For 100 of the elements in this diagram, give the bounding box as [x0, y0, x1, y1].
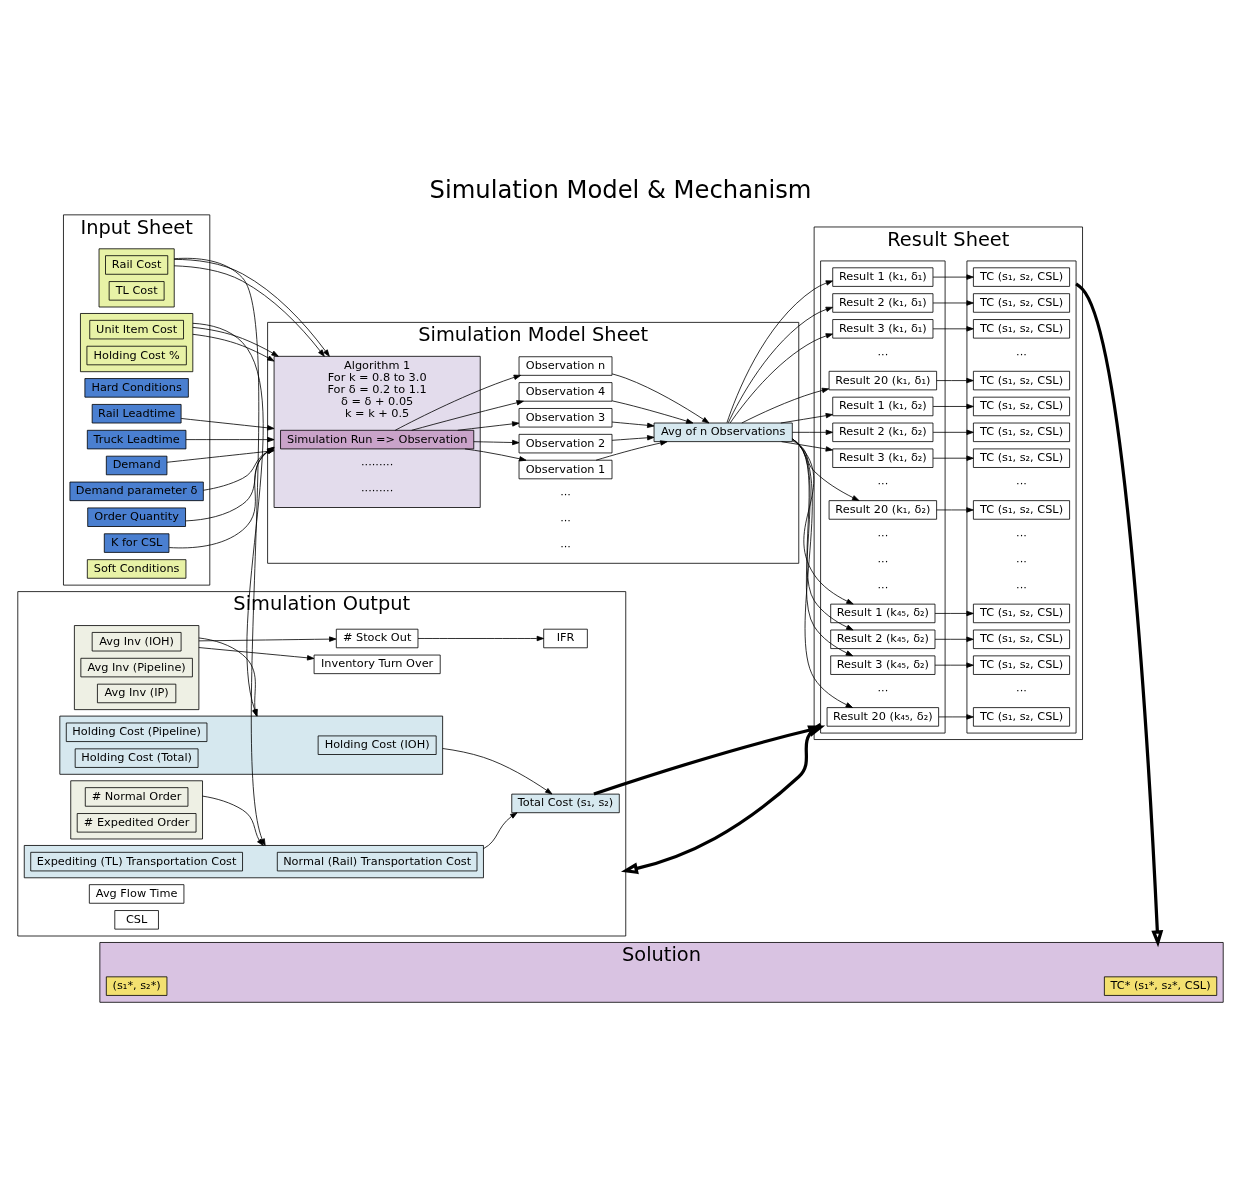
node-box: Soft Conditions: [86, 559, 187, 579]
label: ···: [877, 528, 889, 542]
node-box: (s₁*, s₂*): [105, 976, 168, 996]
arrow: [595, 440, 668, 461]
node-box: K for CSL: [103, 533, 170, 553]
label: ···: [560, 514, 571, 528]
node-box: TC (s₁, s₂, CSL): [973, 396, 1070, 417]
node-box: Holding Cost (Total): [74, 748, 199, 768]
arrow: [1075, 282, 1164, 948]
node-box: Result 3 (k₄₅, δ₂): [830, 655, 936, 675]
node-box: Observation 1: [518, 459, 613, 480]
arrow: [791, 440, 860, 501]
node-box: Result 2 (k₁, δ₂): [832, 422, 934, 443]
arrow: [198, 647, 315, 661]
arrow: [192, 333, 275, 362]
node-box: Observation 4: [518, 382, 613, 402]
node-box: Result 3 (k₁, δ₁): [832, 319, 934, 339]
node-box: Avg Inv (IOH): [91, 632, 182, 652]
node-box: Total Cost (s₁, s₂): [511, 793, 620, 814]
label: ·········: [360, 484, 394, 498]
node-box: Holding Cost %: [86, 345, 187, 366]
node-box: CSL: [114, 910, 159, 930]
cluster: [73, 625, 200, 711]
node-box: Observation 2: [518, 433, 613, 454]
node-box: Truck Leadtime: [86, 429, 187, 450]
node-box: Result 1 (k₄₅, δ₂): [830, 603, 936, 624]
arrow: [936, 507, 974, 513]
arrow: [741, 387, 830, 424]
label: ···: [877, 347, 889, 361]
node-box: Unit Item Cost: [89, 319, 184, 340]
node-box: # Stock Out: [335, 628, 419, 649]
cluster: [59, 715, 444, 775]
arrow: [791, 438, 853, 708]
arrow: [417, 635, 544, 642]
node-box: Holding Cost (IOH): [317, 735, 437, 755]
arrow: [198, 636, 337, 642]
cluster: [70, 780, 203, 840]
arrow: [729, 333, 833, 424]
cluster: [98, 248, 175, 308]
arrow: [611, 435, 655, 441]
node-box: Demand parameter δ: [69, 481, 204, 502]
node-box: TC* (s₁*, s₂*, CSL): [1103, 976, 1218, 996]
node-box: TL Cost: [108, 281, 165, 301]
arrow: [934, 636, 974, 642]
node-box: TC (s₁, s₂, CSL): [973, 293, 1070, 313]
arrow: [464, 448, 527, 462]
arrow: [198, 637, 258, 717]
node-box: TC (s₁, s₂, CSL): [973, 267, 1070, 287]
label: ···: [1016, 477, 1027, 491]
arrow: [932, 274, 974, 280]
label: ·········: [360, 458, 394, 472]
label: ···: [1016, 347, 1027, 361]
node-box: Avg Inv (IP): [97, 683, 177, 704]
arrow: [202, 795, 264, 846]
node-box: Avg Flow Time: [88, 884, 185, 904]
label: ···: [1016, 554, 1027, 568]
arrow: [483, 812, 518, 850]
node-box: Avg of n Observations: [653, 422, 793, 443]
node-box: TC (s₁, s₂, CSL): [973, 448, 1070, 468]
label: ···: [877, 580, 889, 594]
node-box: TC (s₁, s₂, CSL): [973, 319, 1070, 339]
node-box: Observation 3: [518, 408, 613, 428]
arrow: [932, 455, 974, 461]
node-box: TC (s₁, s₂, CSL): [973, 629, 1070, 649]
arrow: [473, 439, 520, 446]
diagram-title: Simulation Model & Mechanism: [429, 174, 812, 204]
arrow: [934, 662, 974, 668]
arrow: [936, 377, 974, 384]
node-box: Observation n: [518, 356, 613, 376]
label: ···: [560, 540, 571, 554]
arrow: [621, 723, 822, 875]
label: ···: [877, 554, 889, 568]
arrow: [457, 421, 520, 431]
node-box: Expediting (TL) Transportation Cost: [30, 851, 243, 872]
node-box: Avg Inv (Pipeline): [80, 657, 193, 678]
arrow: [593, 725, 826, 796]
arrow: [192, 322, 264, 717]
arrow: [185, 436, 275, 443]
label: ···: [877, 684, 889, 698]
arrow: [781, 441, 833, 452]
label: ···: [1016, 684, 1027, 698]
node-box: TC (s₁, s₂, CSL): [973, 603, 1070, 624]
node-box: TC (s₁, s₂, CSL): [973, 500, 1070, 520]
cluster: [23, 845, 484, 879]
node-box: Result 1 (k₁, δ₂): [832, 396, 934, 417]
node-box: Result 20 (k₄₅, δ₂): [826, 707, 940, 727]
label: ···: [877, 477, 889, 491]
node-box: Holding Cost (Pipeline): [65, 722, 208, 742]
node-box: Result 2 (k₁, δ₁): [832, 293, 934, 313]
node-box: Order Quantity: [87, 507, 186, 527]
cluster: [80, 313, 194, 373]
node-box: Hard Conditions: [84, 378, 189, 398]
arrow: [180, 418, 275, 431]
label: ···: [1016, 528, 1027, 542]
node-box: TC (s₁, s₂, CSL): [973, 422, 1070, 443]
node-box: Inventory Turn Over: [313, 654, 441, 675]
arrow: [611, 421, 655, 428]
arrow: [611, 373, 710, 424]
arrow: [411, 400, 524, 431]
arrow: [394, 374, 521, 431]
